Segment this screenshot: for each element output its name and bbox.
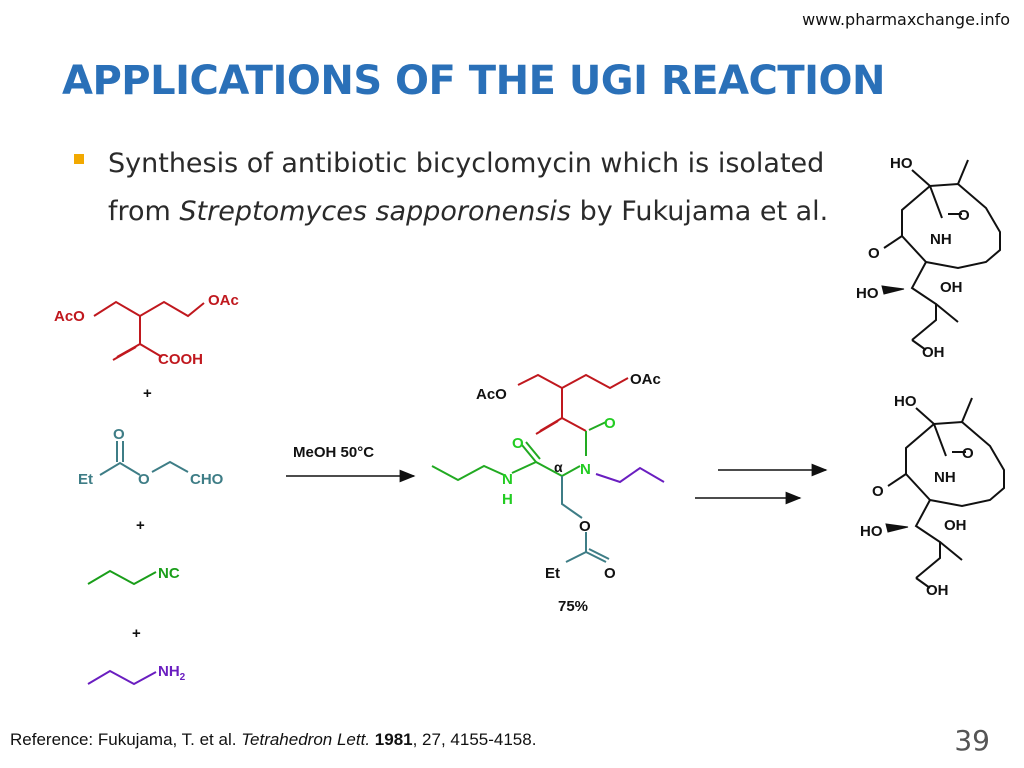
bicyclomycin-top-ho-top: HO: [890, 155, 913, 172]
product-et-label: Et: [545, 565, 560, 582]
bicyclomycin-bottom-o-ring: O: [872, 483, 884, 500]
product-red-fragment: [517, 373, 629, 435]
acid-reagent: [93, 300, 205, 361]
bicyclomycin-top-nh: NH: [930, 231, 952, 248]
product-h1-label: H: [502, 491, 513, 508]
product-o3-label: O: [579, 518, 591, 535]
bicyclomycin-bottom-oh-right: OH: [944, 517, 967, 534]
bicyclomycin-top-oh-right: OH: [940, 279, 963, 296]
aldehyde-cho-label: CHO: [190, 471, 224, 488]
acid-cooh-label: COOH: [158, 351, 203, 368]
reference-citation: Reference: Fukujama, T. et al. Tetrahedr…: [10, 730, 536, 750]
slide-title: APPLICATIONS OF THE UGI REACTION: [62, 58, 886, 104]
plus-sign-2: +: [136, 517, 145, 534]
bicyclomycin-top-o-carbonyl: O: [958, 207, 970, 224]
bullet-text-species: Streptomyces sapporonensis: [179, 196, 571, 227]
bullet-text-start: Synthesis of antibiotic bicyclomycin whi…: [108, 148, 825, 227]
amine-reagent: [87, 669, 157, 686]
plus-sign-3: +: [132, 625, 141, 642]
bullet-text-end: by Fukujama et al.: [571, 196, 829, 227]
amine-subscript: 2: [180, 672, 186, 683]
reference-year: 1981: [374, 730, 413, 749]
bullet-text: Synthesis of antibiotic bicyclomycin whi…: [108, 140, 838, 236]
bicyclomycin-bottom-nh: NH: [934, 469, 956, 486]
product-green-backbone: [431, 421, 607, 482]
product-oac-label: OAc: [630, 371, 661, 388]
product-purple-chain: [595, 466, 665, 484]
product-alpha-label: α: [554, 459, 563, 475]
product-o1-label: O: [512, 435, 524, 452]
product-teal-chain: [561, 476, 610, 563]
acid-oac-label: OAc: [208, 292, 239, 309]
amine-nh2-label: NH2: [158, 663, 186, 683]
reaction-conditions: MeOH 50°C: [293, 444, 374, 461]
amine-nh-text: NH: [158, 663, 180, 680]
bullet-marker: [74, 154, 84, 164]
product-o2-label: O: [604, 415, 616, 432]
aldehyde-ester-o-label: O: [138, 471, 150, 488]
bicyclomycin-top-o-ring: O: [868, 245, 880, 262]
product-o4-label: O: [604, 565, 616, 582]
acid-aco-label: AcO: [54, 308, 85, 325]
isocyanide-nc-label: NC: [158, 565, 180, 582]
bicyclomycin-structure-bottom: HO O NH O HO OH OH: [860, 393, 1005, 599]
bicyclomycin-bottom-ho-top: HO: [894, 393, 917, 410]
bicyclomycin-bottom-oh-bottom: OH: [926, 582, 949, 599]
reference-prefix: Reference: Fukujama, T. et al.: [10, 730, 242, 749]
site-url: www.pharmaxchange.info: [802, 10, 1010, 29]
aldehyde-reagent: [99, 441, 189, 476]
bullet-point: Synthesis of antibiotic bicyclomycin whi…: [74, 140, 834, 236]
reference-rest: , 27, 4155-4158.: [412, 730, 537, 749]
bicyclomycin-top-ho-left: HO: [856, 285, 879, 302]
bicyclomycin-bottom-o-carbonyl: O: [962, 445, 974, 462]
bicyclomycin-structure-top: HO O NH O HO OH OH: [856, 155, 1001, 361]
product-yield: 75%: [558, 598, 588, 615]
page-number: 39: [954, 724, 990, 757]
aldehyde-o-label: O: [113, 426, 125, 443]
plus-sign-1: +: [143, 385, 152, 402]
aldehyde-et-label: Et: [78, 471, 93, 488]
product-aco-label: AcO: [476, 386, 507, 403]
reference-journal: Tetrahedron Lett.: [241, 730, 371, 749]
isocyanide-reagent: [87, 569, 157, 586]
bicyclomycin-top-oh-bottom: OH: [922, 344, 945, 361]
bicyclomycin-bottom-ho-left: HO: [860, 523, 883, 540]
product-n2-label: N: [580, 461, 591, 478]
product-n1-label: N: [502, 471, 513, 488]
